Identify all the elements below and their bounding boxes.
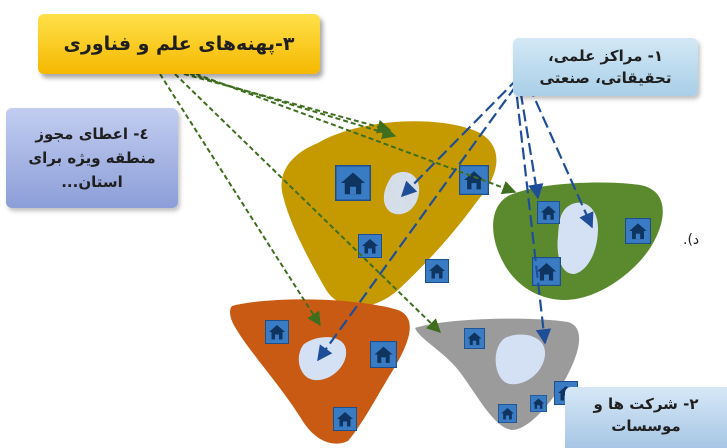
house-icon [370,341,397,368]
arrow-parks-to-orange [159,73,321,327]
blue-arrows [317,65,594,362]
zone-license-box: ٤- اعطای مجوز منطقه ویژه برای استان... [6,108,178,208]
house-icon [530,395,547,412]
region-gold [281,121,497,307]
house-icon [498,404,517,423]
arrow-centers-to-green [520,69,594,229]
house-icon [358,234,382,258]
arrow-parks-to-gray [174,73,442,333]
arrow-parks-to-gold-2 [189,73,397,140]
core-blob-gray [495,334,546,385]
arrow-centers-to-gray [513,79,552,345]
arrow-parks-to-green [195,73,517,195]
science-parks-box: ۳-پهنه‌های علم و فناوری [38,14,320,74]
house-icon [625,218,651,244]
region-gray [415,318,580,430]
house-icon [537,201,560,224]
house-icon [425,259,449,283]
house-icon [464,328,485,349]
arrow-centers-to-gold [400,65,531,198]
margin-text: د). [683,232,700,248]
companies-box: ۲- شرکت ها و موسسات [565,387,727,448]
arrow-centers-to-green-2 [516,75,544,200]
house-icon [333,407,357,431]
house-icon [265,320,289,344]
green-arrows [159,73,517,333]
science-centers-box: ۱- مراکز علمی، تحقیقاتی، صنعتی [513,38,698,96]
arrow-centers-to-orange [317,71,527,362]
arrow-parks-to-gold [183,73,392,134]
house-icon [335,165,371,201]
